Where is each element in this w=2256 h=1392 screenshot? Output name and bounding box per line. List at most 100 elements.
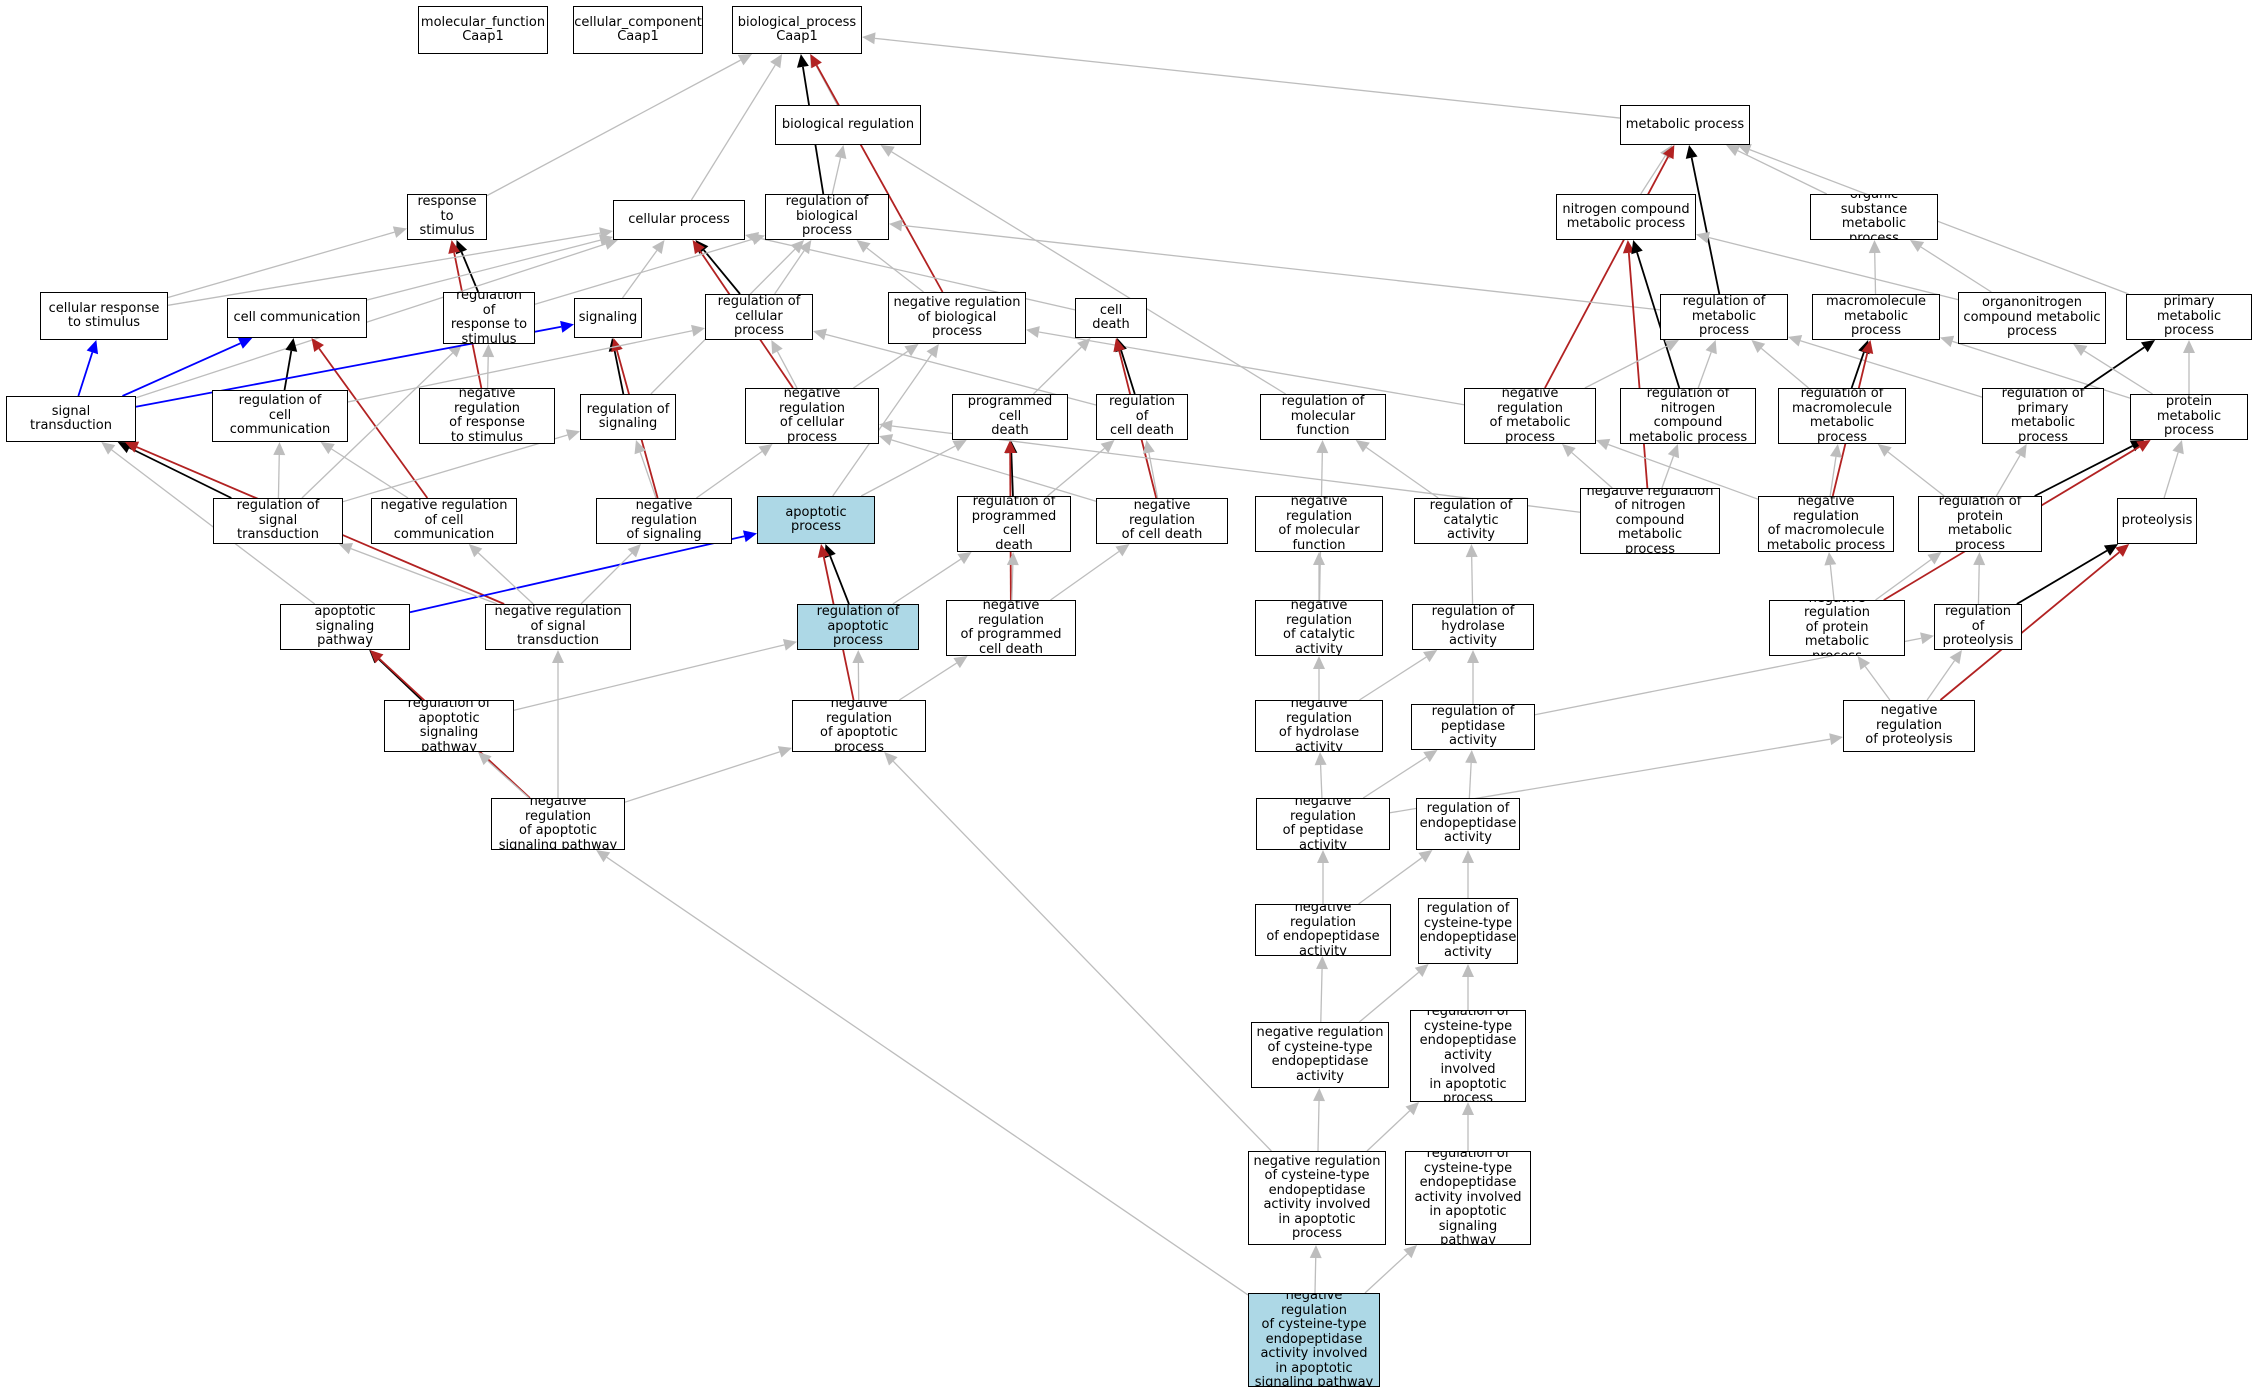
go-term-negcell[interactable]: negative regulation of cellular process — [745, 388, 879, 444]
go-term-regapop[interactable]: regulation of apoptotic process — [797, 604, 919, 650]
go-term-sigtrans[interactable]: signal transduction — [6, 396, 136, 442]
arrowhead-regsig-to-regbio — [790, 240, 805, 254]
go-term-regprimary[interactable]: regulation of primary metabolic process — [1982, 388, 2104, 444]
go-term-regcys[interactable]: regulation of cysteine-type endopeptidas… — [1418, 898, 1518, 964]
go-term-cellresp[interactable]: cellular response to stimulus — [40, 292, 168, 340]
arrowhead-regsigtrans-to-regsig — [565, 429, 580, 441]
arrowhead-regresp-to-regbio — [750, 233, 765, 245]
go-term-regcysapopsig[interactable]: regulation of cysteine-type endopeptidas… — [1405, 1151, 1531, 1245]
arrowhead-regprimary-to-regmetab — [1788, 334, 1803, 347]
go-term-apopsig[interactable]: apoptotic signaling pathway — [280, 604, 410, 650]
go-term-negresp[interactable]: negative regulation of response to stimu… — [419, 388, 555, 444]
go-term-negcat[interactable]: negative regulation of catalytic activit… — [1255, 600, 1383, 656]
edge-regresp-to-resp — [460, 251, 480, 293]
arrowhead-sigtrans-to-cellproc — [603, 238, 618, 250]
go-term-regnitro[interactable]: regulation of nitrogen compound metaboli… — [1620, 388, 1756, 444]
go-term-negbio[interactable]: negative regulation of biological proces… — [888, 292, 1026, 344]
go-term-negpep[interactable]: negative regulation of peptidase activit… — [1256, 798, 1390, 850]
go-term-organic[interactable]: organic substance metabolic process — [1810, 194, 1938, 240]
go-term-regmf[interactable]: regulation of molecular function — [1260, 394, 1386, 440]
go-term-cellproc[interactable]: cellular process — [613, 200, 745, 240]
edge-negmacro-to-regmacro — [1829, 456, 1837, 497]
go-term-regmacro[interactable]: regulation of macromolecule metabolic pr… — [1778, 388, 1906, 444]
edge-organic-to-metab — [1737, 150, 1828, 195]
go-term-negmacro[interactable]: negative regulation of macromolecule met… — [1758, 496, 1894, 552]
go-term-negprot[interactable]: negative regulation of protein metabolic… — [1769, 600, 1905, 656]
go-term-resp[interactable]: response to stimulus — [407, 194, 487, 240]
go-term-negapop[interactable]: negative regulation of apoptotic process — [792, 700, 926, 752]
arrowhead-metab-to-bp — [862, 32, 876, 45]
arrowhead-negcysapopsig-to-negcysapop — [1309, 1245, 1322, 1259]
go-term-metab[interactable]: metabolic process — [1620, 105, 1750, 145]
go-term-regprot[interactable]: regulation of protein metabolic process — [1918, 496, 2042, 552]
edge-negcellcomm-to-cellcomm — [318, 348, 429, 499]
arrowhead-negnitro-to-negcell — [879, 420, 893, 432]
go-term-negproteo[interactable]: negative regulation of proteolysis — [1843, 700, 1975, 752]
go-term-negcysapop[interactable]: negative regulation of cysteine-type end… — [1248, 1151, 1386, 1245]
go-term-protmetab[interactable]: protein metabolic process — [2130, 394, 2248, 440]
go-term-regapopsig[interactable]: regulation of apoptotic signaling pathwa… — [384, 700, 514, 752]
edge-negpep-to-neghydro — [1319, 764, 1323, 799]
go-term-regresp[interactable]: regulation of response to stimulus — [443, 292, 535, 344]
edge-negcys-to-regcys — [1358, 971, 1420, 1023]
go-term-negnitro[interactable]: negative regulation of nitrogen compound… — [1580, 488, 1720, 554]
go-term-negcys[interactable]: negative regulation of cysteine-type end… — [1251, 1022, 1389, 1088]
arrowhead-regcys-to-regendo — [1462, 850, 1474, 863]
go-term-negendo[interactable]: negative regulation of endopeptidase act… — [1255, 904, 1391, 956]
go-term-mf[interactable]: molecular_function Caap1 — [418, 6, 548, 54]
edge-regcat-to-regmf — [1365, 446, 1439, 499]
edge-negproteo-to-regproteo — [1926, 660, 1956, 701]
go-term-apop[interactable]: apoptotic process — [757, 496, 875, 544]
edge-negnitro-to-negmetab — [1571, 452, 1613, 489]
arrowhead-regapop-to-regpcd — [957, 552, 972, 565]
go-term-negsigtrans[interactable]: negative regulation of signal transducti… — [485, 604, 631, 650]
go-term-negmetab[interactable]: negative regulation of metabolic process — [1464, 388, 1596, 444]
go-term-regcat[interactable]: regulation of catalytic activity — [1414, 498, 1528, 544]
go-term-negcellcomm[interactable]: negative regulation of cell communicatio… — [371, 498, 517, 544]
go-term-nitro[interactable]: nitrogen compound metabolic process — [1556, 194, 1696, 240]
edge-regresp-to-regbio — [534, 238, 753, 305]
go-term-celldeath[interactable]: cell death — [1075, 298, 1147, 338]
go-term-proteolysis[interactable]: proteolysis — [2117, 498, 2197, 544]
go-term-negcysapopsig[interactable]: negative regulation of cysteine-type end… — [1248, 1293, 1380, 1387]
go-term-reghydro[interactable]: regulation of hydrolase activity — [1412, 604, 1534, 650]
arrowhead-negpep-to-negproteo — [1829, 733, 1843, 746]
edge-regcell-to-cellproc — [703, 249, 741, 295]
edge-metab-to-bp — [874, 37, 1621, 119]
go-term-regcellcomm[interactable]: regulation of cell communication — [212, 390, 348, 442]
arrowhead-negprot-to-negmacro — [1824, 552, 1837, 566]
go-term-regsig[interactable]: regulation of signaling — [580, 394, 676, 440]
go-term-macro[interactable]: macromolecule metabolic process — [1812, 294, 1940, 340]
arrowhead-regpep-to-reghydro — [1467, 650, 1479, 663]
arrowhead-negapop-to-negpcd — [953, 656, 968, 669]
go-term-regcysapop[interactable]: regulation of cysteine-type endopeptidas… — [1410, 1010, 1526, 1102]
go-term-regendo[interactable]: regulation of endopeptidase activity — [1416, 798, 1520, 850]
go-term-regcelldeath[interactable]: regulation of cell death — [1096, 394, 1188, 440]
go-term-negmf[interactable]: negative regulation of molecular functio… — [1255, 496, 1383, 552]
go-term-regsigtrans[interactable]: regulation of signal transduction — [213, 498, 343, 544]
go-term-negcelldeath[interactable]: negative regulation of cell death — [1096, 498, 1228, 544]
edge-negcysapopsig-to-regcysapopsig — [1364, 1253, 1408, 1294]
go-term-primary[interactable]: primary metabolic process — [2126, 294, 2252, 340]
go-term-signaling[interactable]: signaling — [574, 298, 642, 338]
go-term-regpcd[interactable]: regulation of programmed cell death — [957, 496, 1071, 552]
go-term-pcd[interactable]: programmed cell death — [952, 394, 1068, 440]
go-term-biolreg[interactable]: biological regulation — [775, 105, 921, 145]
go-term-regproteo[interactable]: regulation of proteolysis — [1934, 604, 2022, 650]
go-term-regbio[interactable]: regulation of biological process — [765, 194, 889, 240]
go-term-regcell[interactable]: regulation of cellular process — [705, 294, 813, 340]
go-term-cc[interactable]: cellular_component Caap1 — [573, 6, 703, 54]
go-term-organonitro[interactable]: organonitrogen compound metabolic proces… — [1958, 292, 2106, 344]
go-term-regmetab[interactable]: regulation of metabolic process — [1660, 294, 1788, 340]
arrowhead-regcat-to-regmf — [1355, 440, 1370, 453]
edge-regprimary-to-primary — [2083, 346, 2145, 389]
go-term-regpep[interactable]: regulation of peptidase activity — [1411, 704, 1535, 750]
go-term-negsig[interactable]: negative regulation of signaling — [596, 498, 732, 544]
edge-negcysapop-to-regcysapop — [1366, 1110, 1411, 1152]
go-term-neghydro[interactable]: negative regulation of hydrolase activit… — [1255, 700, 1383, 752]
go-term-negpcd[interactable]: negative regulation of programmed cell d… — [946, 600, 1076, 656]
go-term-negapopsig[interactable]: negative regulation of apoptotic signali… — [491, 798, 625, 850]
go-term-cellcomm[interactable]: cell communication — [227, 298, 367, 338]
edge-regprimary-to-regmetab — [1800, 340, 1983, 398]
go-term-bp[interactable]: biological_process Caap1 — [732, 6, 862, 54]
